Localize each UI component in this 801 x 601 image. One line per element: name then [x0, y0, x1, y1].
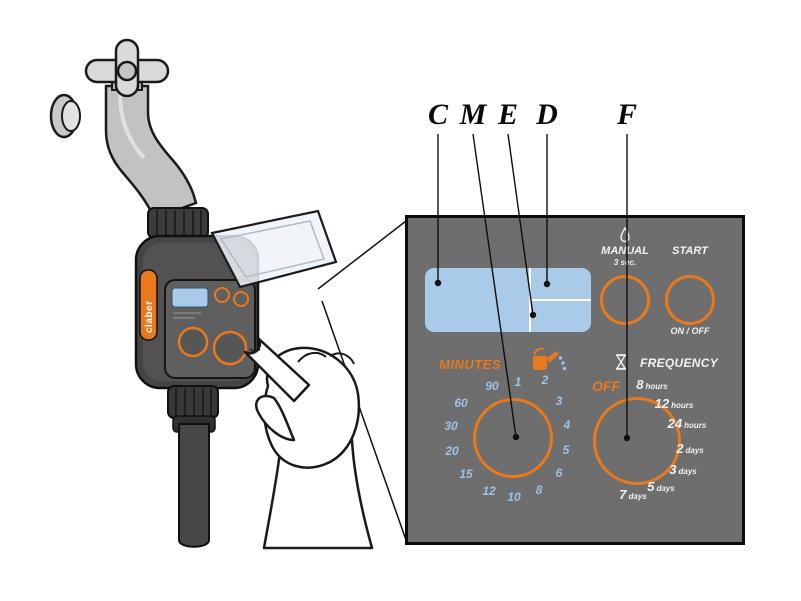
minutes-value: 12 — [482, 484, 496, 498]
minutes-value: 3 — [555, 394, 563, 408]
minutes-label: MINUTES — [439, 357, 501, 372]
minutes-value: 2 — [541, 373, 549, 387]
faucet-illustration — [49, 38, 198, 220]
frequency-value: 7 — [619, 487, 627, 502]
timer-device-illustration: claber — [134, 207, 260, 548]
manual-button[interactable] — [600, 275, 650, 325]
lcd-divider-horizontal — [529, 299, 591, 301]
frequency-unit: days — [628, 492, 647, 501]
manual-watering-icon — [620, 226, 630, 243]
frequency-value: 24 — [667, 416, 683, 431]
callout-letter-f: F — [616, 98, 638, 131]
callout-letter-d: D — [536, 98, 558, 131]
manual-label-text: MANUAL — [601, 245, 649, 257]
device-lid[interactable] — [210, 209, 338, 289]
minutes-value: 90 — [485, 379, 499, 393]
frequency-unit: hours — [671, 401, 694, 410]
faucet-body — [104, 84, 198, 220]
frequency-unit: days — [656, 484, 675, 493]
minutes-dial-knob[interactable] — [473, 398, 553, 478]
start-label: START — [672, 245, 708, 257]
frequency-value: 5 — [647, 479, 655, 494]
minutes-value: 4 — [563, 418, 571, 432]
frequency-label: FREQUENCY — [639, 356, 719, 370]
minutes-value: 5 — [562, 443, 570, 457]
watering-can-icon — [533, 347, 567, 371]
lcd-display — [425, 268, 591, 332]
on-off-label: ON / OFF — [670, 326, 710, 336]
callout-letter-e: E — [497, 98, 519, 131]
minutes-value: 8 — [535, 483, 543, 497]
frequency-value: 12 — [654, 396, 670, 411]
thumb — [255, 394, 296, 442]
callout-letter-m: M — [459, 98, 487, 131]
frequency-value: 8 — [636, 377, 644, 392]
device-start-button-mini[interactable] — [233, 291, 249, 307]
minutes-value: 60 — [454, 396, 468, 410]
zoom-callout-lines — [317, 220, 407, 541]
brand-label: claber — [144, 301, 155, 333]
callout-letter-c: C — [427, 98, 449, 131]
device-manual-button-mini[interactable] — [214, 287, 230, 303]
brand-strip — [139, 269, 158, 341]
device-minutes-dial-mini[interactable] — [177, 326, 209, 358]
forearm — [262, 438, 374, 550]
frequency-value: 3 — [669, 462, 677, 477]
index-finger — [243, 337, 311, 403]
start-button[interactable] — [665, 275, 715, 325]
minutes-value: 10 — [507, 490, 521, 504]
frequency-dial-knob[interactable] — [593, 397, 681, 485]
manual-label: MANUAL 3 sec. — [595, 245, 655, 267]
minutes-value: 15 — [459, 467, 473, 481]
pointing-hand-illustration — [243, 337, 374, 550]
control-panel-zoom: MANUAL 3 sec. START ON / OFF MINUTES 90 … — [405, 215, 745, 545]
frequency-off-label: OFF — [592, 378, 620, 394]
hourglass-icon — [615, 354, 627, 370]
frequency-unit: hours — [645, 382, 668, 391]
frequency-unit: days — [678, 467, 697, 476]
faucet-handle[interactable] — [84, 38, 170, 98]
minutes-value: 6 — [555, 466, 563, 480]
hose — [178, 423, 210, 548]
frequency-value: 2 — [676, 441, 684, 456]
manual-sublabel: 3 sec. — [613, 257, 637, 267]
minutes-value: 20 — [445, 444, 459, 458]
frequency-unit: hours — [684, 421, 707, 430]
minutes-value: 1 — [514, 375, 522, 389]
device-frequency-dial-mini[interactable] — [212, 330, 248, 366]
device-lcd-mini — [171, 287, 209, 308]
frequency-unit: days — [685, 446, 704, 455]
minutes-value: 30 — [444, 419, 458, 433]
